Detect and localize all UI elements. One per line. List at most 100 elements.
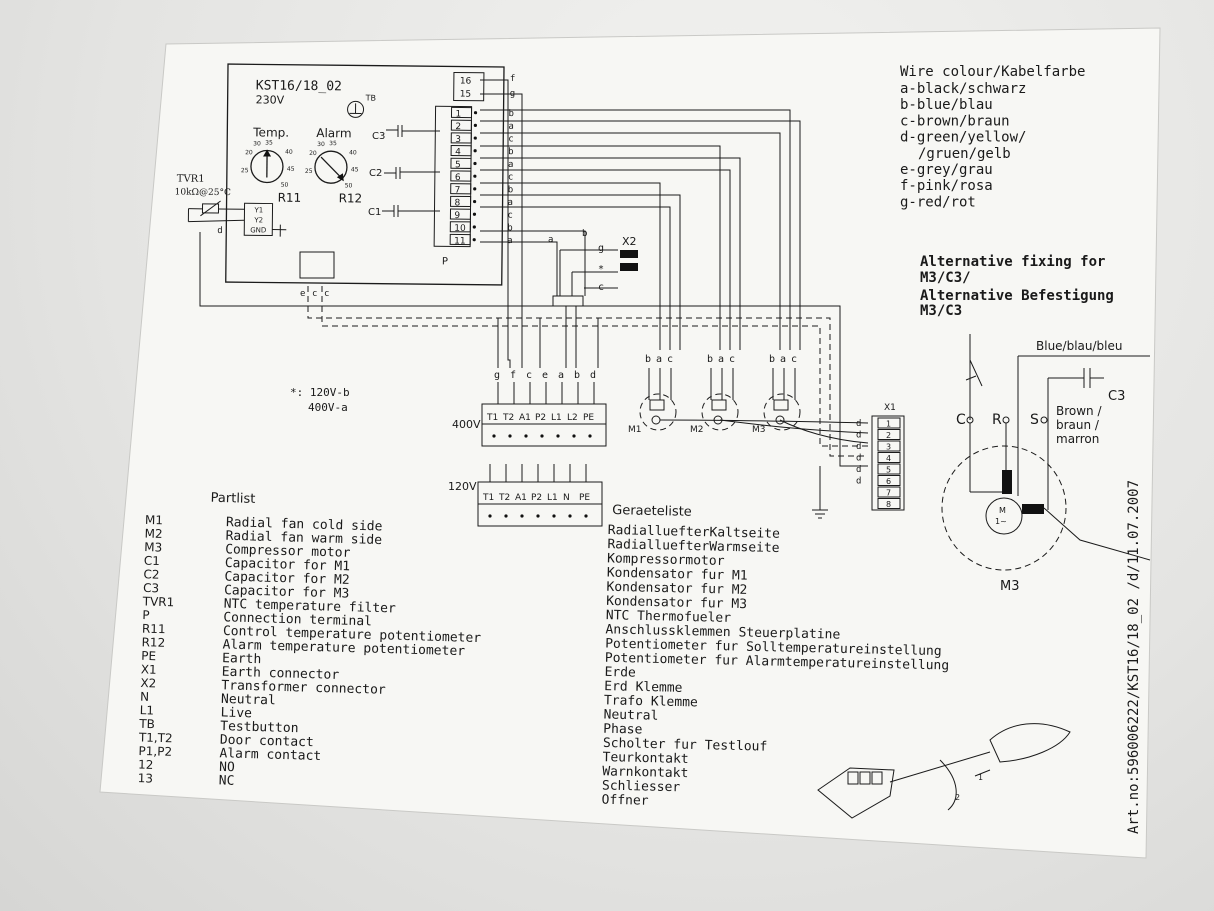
- geraete-item: Anschlussklemmen Steuerplatine: [605, 622, 840, 642]
- partlist-item: Alarm contact: [219, 746, 321, 764]
- wire-colour-entry: /gruen/gelb: [918, 146, 1011, 162]
- partlist-code: P: [142, 608, 150, 622]
- pin-400: L1: [551, 413, 562, 423]
- pin-400: T1: [486, 413, 498, 423]
- partlist-item: NC: [219, 773, 235, 788]
- sensor-pin-gnd: GND: [250, 226, 266, 234]
- strip-terminal: 10 b: [449, 221, 513, 234]
- alt-motor-label: M3: [1000, 579, 1020, 594]
- wire-colour-entry: e-grey/grau: [900, 162, 993, 178]
- alt-brown-1: Brown /: [1056, 404, 1102, 418]
- strip-terminal-number: 4: [455, 148, 461, 158]
- pot-r11-dial: 20 25 30 35 40 45 50: [241, 139, 295, 188]
- strip-terminal-number: 3: [455, 135, 461, 145]
- pin-120: L1: [547, 493, 558, 503]
- partlist-code: 13: [138, 771, 154, 785]
- r12-tick-25: 25: [305, 168, 313, 175]
- motor-wire-code: b: [707, 354, 713, 365]
- r11-tick-20: 20: [245, 149, 253, 156]
- pin-120: T1: [482, 493, 494, 503]
- alt-line-3: Alternative Befestigung: [920, 288, 1114, 304]
- pin-400: L2: [567, 413, 578, 423]
- partlist-code: P1,P2: [138, 744, 172, 759]
- motor-wire-code: b: [769, 354, 775, 365]
- terminal-16-wire: f: [510, 74, 516, 84]
- x1-terminal: 7: [886, 489, 891, 498]
- label-sheet: [99, 27, 1161, 859]
- capacitor-c2: C2: [369, 167, 440, 179]
- partlist-item: Radial fan warm side: [225, 529, 382, 548]
- x1-wire-code: d: [856, 431, 861, 441]
- strip-terminal-number: 10: [454, 224, 466, 234]
- alt-pin-c: C: [956, 412, 966, 428]
- strip-terminal-number: 1: [455, 109, 461, 119]
- motor-wire-code: b: [645, 354, 651, 365]
- terminal-400-label: 400V: [452, 418, 481, 431]
- x1-wire-code: d: [856, 419, 861, 429]
- geraete-item: Erde: [604, 665, 636, 681]
- geraete-item: RadialluefterWarmseite: [607, 537, 780, 556]
- partlist-code: N: [140, 690, 149, 704]
- controller-model: KST16/18_02: [256, 78, 342, 94]
- terminal-wire-code: e: [542, 370, 548, 381]
- x1-terminal: 1: [886, 420, 891, 429]
- x1-wire-code: d: [856, 454, 861, 464]
- strip-wire-code: b: [507, 223, 513, 233]
- partlist-code: X2: [140, 676, 156, 690]
- strip-wire-code: b: [508, 185, 514, 195]
- board-label: P: [442, 256, 448, 267]
- x1-wire-code: d: [856, 442, 861, 452]
- motor-wire-code: c: [791, 354, 797, 365]
- transformer-pin-g: g: [598, 243, 604, 254]
- wire-colour-entry: c-brown/braun: [900, 113, 1010, 129]
- geraete-item: Neutral: [603, 708, 658, 724]
- r11-tick-30: 30: [253, 140, 261, 147]
- sensor-connector: Y1 Y2 GND: [243, 202, 287, 237]
- geraete-item: RadialluefterKaltseite: [608, 523, 781, 542]
- partlist-item: Transformer connector: [221, 678, 386, 698]
- strip-wire-code: c: [507, 211, 513, 221]
- partlist-code: M1: [145, 513, 163, 527]
- r12-tick-30: 30: [317, 141, 325, 148]
- pin-400: A1: [519, 413, 531, 423]
- partlist-item: Capacitor for M3: [224, 583, 350, 601]
- terminal-wire-code: b: [574, 370, 580, 381]
- terminal-16: 16: [460, 77, 472, 87]
- strip-terminal-number: 2: [455, 122, 461, 132]
- geraete-item: Kondensator fur M3: [606, 594, 747, 612]
- alt-brown-2: braun /: [1056, 418, 1100, 432]
- partlist-code: M3: [144, 540, 162, 554]
- transformer-label: X2: [622, 235, 637, 248]
- strip-wire-code: b: [508, 109, 514, 119]
- svg-text:C2: C2: [369, 168, 382, 179]
- testbutton-symbol: [347, 100, 365, 118]
- strip-wire-code: c: [508, 134, 514, 144]
- x1-terminal: 6: [886, 477, 891, 486]
- sensor-gnd-wire-code: d: [217, 226, 223, 236]
- terminal-15: 15: [460, 90, 472, 100]
- relay-wire-c1: c: [312, 289, 317, 299]
- wire-colour-entry: b-blue/blau: [900, 97, 993, 113]
- partlist-code: M2: [144, 526, 162, 540]
- strip-terminal-number: 7: [455, 186, 461, 196]
- geraete-item: Schliesser: [602, 778, 681, 795]
- motor-label: M1: [628, 425, 642, 435]
- terminal-wire-code: a: [558, 370, 564, 381]
- strip-terminal-number: 11: [454, 236, 466, 246]
- r11-tick-35: 35: [265, 139, 273, 146]
- x1-terminal: 8: [886, 500, 891, 509]
- motor-wire-code: a: [718, 354, 724, 365]
- alt-brown-3: marron: [1056, 432, 1099, 446]
- partlist-item: Alarm temperature potentiometer: [222, 637, 465, 659]
- pot-r12-dial: 20 25 30 35 40 45 50: [305, 140, 359, 189]
